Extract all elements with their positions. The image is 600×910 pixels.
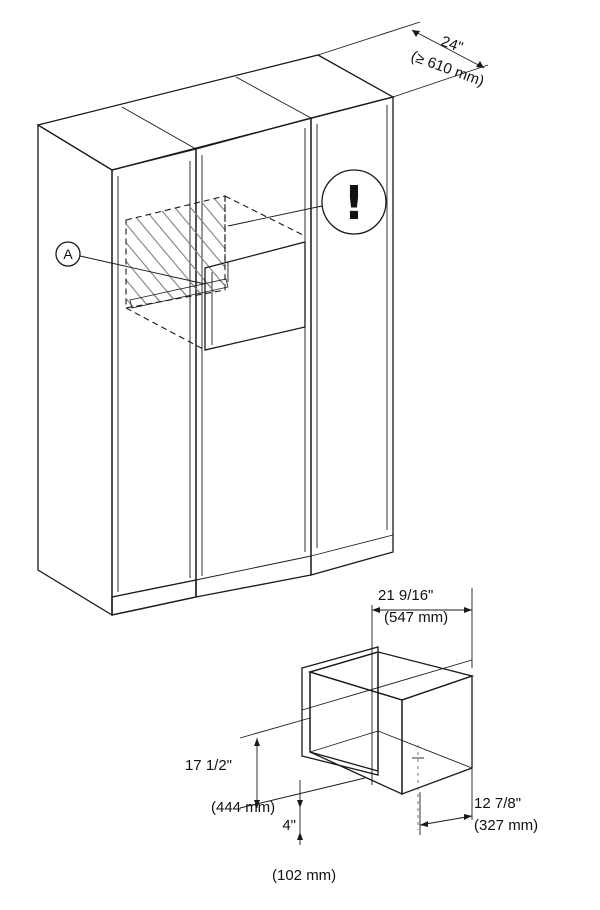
- warning-callout: !: [227, 169, 387, 235]
- unit-depth-dimension: 12 7/8" (327 mm): [419, 768, 538, 835]
- height-metric: (444 mm): [211, 799, 275, 816]
- height-imperial: 17 1/2": [185, 757, 232, 774]
- callout-a: A: [55, 241, 206, 285]
- height-dimension: 17 1/2" (444 mm): [185, 717, 366, 816]
- unit-depth-metric: (327 mm): [474, 817, 538, 834]
- depth-dimension: 24" (≥ 610 mm): [317, 21, 489, 98]
- width-metric: (547 mm): [384, 609, 448, 626]
- unit-depth-imperial: 12 7/8": [474, 795, 521, 812]
- niche-cutout: [125, 195, 306, 351]
- cabinet-row: [36, 54, 395, 617]
- offset-imperial: 4": [282, 817, 296, 834]
- width-imperial: 21 9/16": [378, 587, 433, 604]
- appliance-unit: [301, 646, 475, 830]
- offset-metric: (102 mm): [272, 867, 336, 884]
- depth-metric: (≥ 610 mm): [409, 48, 487, 90]
- depth-imperial: 24": [439, 33, 466, 57]
- offset-dimension: 4" (102 mm): [272, 780, 336, 884]
- width-dimension: 21 9/16" (547 mm): [371, 587, 473, 785]
- warning-icon: !: [344, 176, 365, 230]
- callout-a-label: A: [63, 246, 73, 262]
